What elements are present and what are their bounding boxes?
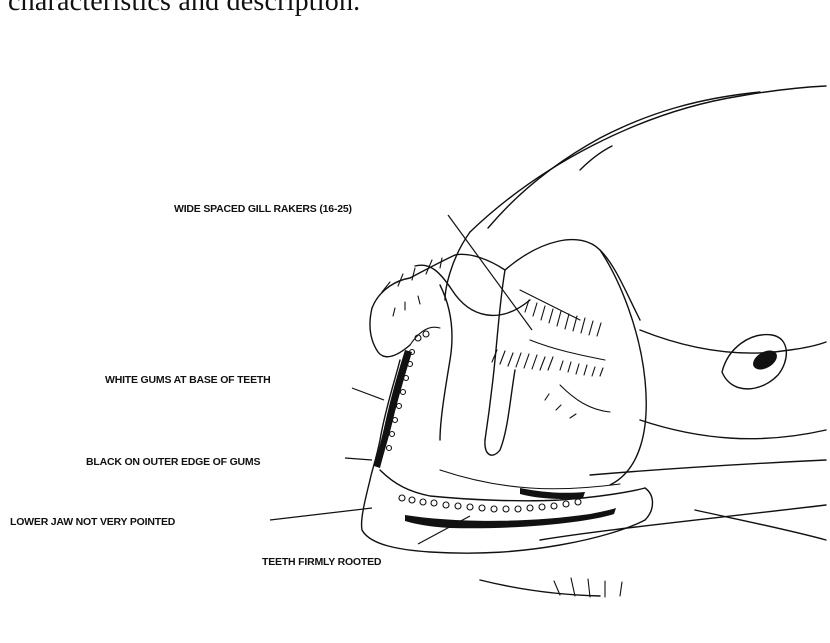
label-black-gums: BLACK ON OUTER EDGE OF GUMS <box>86 456 260 468</box>
upper-gum-teeth <box>370 327 440 480</box>
label-white-gums: WHITE GUMS AT BASE OF TEETH <box>105 374 271 386</box>
leader-gill-rakers <box>448 215 532 330</box>
label-gill-rakers: WIDE SPACED GILL RAKERS (16-25) <box>174 203 352 215</box>
label-teeth: TEETH FIRMLY ROOTED <box>262 556 382 568</box>
leader-black-gums <box>345 458 372 460</box>
label-lower-jaw: LOWER JAW NOT VERY POINTED <box>10 516 176 528</box>
leader-lower-jaw <box>270 508 372 520</box>
gill-rakers <box>492 300 610 418</box>
leader-white-gums <box>352 388 384 400</box>
eye-icon <box>722 335 786 389</box>
fish-head-outline <box>445 86 826 540</box>
upper-jaw <box>370 255 530 357</box>
lower-jaw <box>362 470 653 597</box>
lower-teeth <box>399 488 616 528</box>
